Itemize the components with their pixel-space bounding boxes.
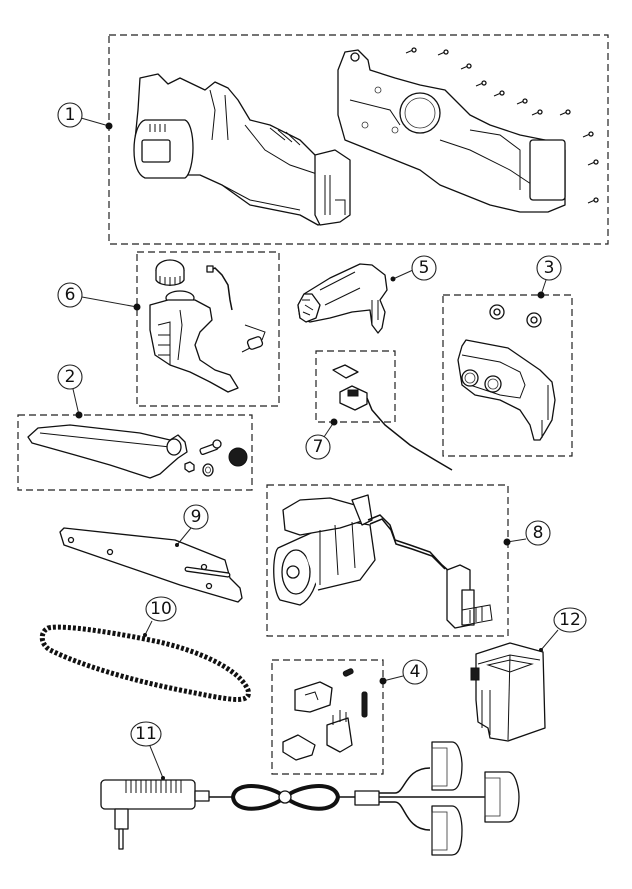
screw — [493, 90, 505, 97]
part-10-saw-chain — [39, 624, 251, 702]
part-group-8-motor — [266, 484, 509, 637]
lever-bolt — [199, 439, 222, 455]
cable-bundle — [230, 784, 341, 811]
screw — [437, 49, 449, 56]
housing-front-window — [141, 139, 171, 163]
motor-body — [273, 494, 376, 606]
callout-8[interactable]: 8 — [503, 520, 551, 546]
group-box-1 — [108, 34, 609, 245]
charger-output-connectors — [379, 741, 520, 856]
group-box-8 — [266, 484, 509, 637]
screw — [405, 47, 417, 54]
callout-label: 10 — [150, 599, 172, 619]
lever-spring — [228, 447, 248, 467]
callout-label: 12 — [559, 610, 581, 630]
cover-nut — [489, 304, 505, 320]
group-box-7 — [315, 350, 396, 423]
callout-label: 6 — [65, 285, 76, 305]
screw — [582, 131, 594, 138]
oil-tank — [149, 290, 239, 393]
housing-left-half — [133, 73, 351, 226]
part-group-6-oil-tank — [136, 251, 280, 407]
charger-adapter — [100, 779, 210, 850]
part-12-battery-pack — [470, 642, 546, 742]
callout-label: 5 — [419, 258, 430, 278]
callout-label: 2 — [65, 367, 76, 387]
side-cover-body — [457, 339, 556, 441]
callout-label: 4 — [410, 662, 421, 682]
output-connector — [431, 741, 463, 791]
oil-hose — [209, 267, 233, 311]
callout-9[interactable]: 9 — [175, 504, 209, 547]
lever-bushing — [202, 463, 214, 477]
screw — [531, 109, 543, 116]
part-group-4-switch-lock — [271, 659, 384, 775]
battery-terminal — [446, 564, 493, 629]
cover-nut — [526, 312, 542, 328]
group-box-4 — [271, 659, 384, 775]
trigger-lock — [294, 681, 333, 713]
part-group-7-switch — [315, 350, 453, 471]
group-box-2 — [17, 414, 253, 491]
screw — [587, 197, 599, 204]
screw — [559, 109, 571, 116]
switch-pad — [332, 364, 359, 379]
output-connector — [484, 771, 520, 823]
screw — [475, 80, 487, 87]
part-group-1-housing — [108, 34, 609, 245]
cable-splitter — [354, 790, 380, 806]
lever-nut — [184, 461, 195, 473]
part-group-3-side-cover — [442, 294, 573, 457]
callout-6[interactable]: 6 — [57, 282, 141, 311]
callout-5[interactable]: 5 — [390, 255, 437, 282]
motor-wires — [367, 514, 451, 573]
callout-1[interactable]: 1 — [57, 102, 113, 130]
oil-pump — [241, 324, 266, 353]
part-group-2-lever — [17, 414, 253, 491]
callout-7[interactable]: 7 — [305, 418, 338, 460]
screw — [587, 159, 599, 166]
switch-wire — [366, 397, 453, 471]
housing-right-half — [337, 49, 566, 213]
callout-2[interactable]: 2 — [57, 364, 83, 419]
spring-long — [361, 691, 368, 718]
output-connector — [431, 805, 463, 856]
spring-short — [342, 668, 354, 677]
switch-board — [339, 385, 368, 411]
group-box-3 — [442, 294, 573, 457]
callout-label: 1 — [65, 105, 76, 125]
callout-11[interactable]: 11 — [130, 721, 165, 780]
screw — [460, 63, 472, 70]
housing-screws — [405, 47, 599, 204]
part-11-charger — [100, 741, 520, 856]
small-block — [282, 734, 316, 761]
oil-cap — [155, 259, 185, 286]
screw — [516, 98, 528, 105]
callout-label: 3 — [544, 258, 555, 278]
callout-label: 11 — [135, 724, 157, 744]
part-5-front-cover — [297, 263, 388, 334]
group-box-6 — [136, 251, 280, 407]
callout-label: 8 — [533, 523, 544, 543]
lever-arm — [27, 424, 188, 479]
housing-motor-opening — [399, 92, 441, 134]
callouts: 1 6 5 3 2 — [57, 102, 587, 780]
callout-12[interactable]: 12 — [539, 607, 587, 652]
contact-block — [326, 710, 353, 753]
callout-10[interactable]: 10 — [143, 596, 177, 637]
callout-3[interactable]: 3 — [536, 255, 562, 299]
callout-label: 9 — [191, 507, 202, 527]
part-9-guide-bar — [59, 527, 243, 603]
callout-4[interactable]: 4 — [379, 659, 428, 685]
callout-label: 7 — [313, 437, 324, 457]
